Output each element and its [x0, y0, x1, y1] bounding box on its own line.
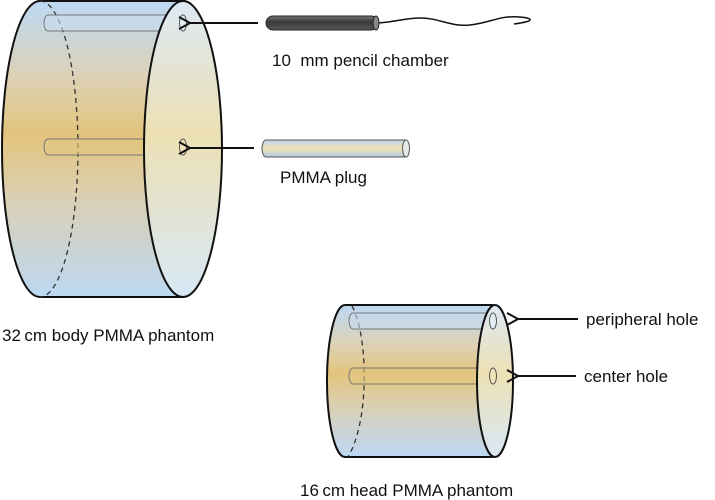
body-peripheral-hole: [43, 14, 184, 32]
peripheral-hole-label: peripheral hole: [586, 310, 698, 329]
head-center-hole: [348, 367, 494, 385]
pencil-chamber-body: [265, 15, 379, 31]
body-phantom-hidden-edge: [39, 0, 79, 298]
body-peripheral-hole-opening: [179, 14, 187, 32]
body-center-hole-opening: [179, 138, 187, 156]
head-phantom-label: 16 cm head PMMA phantom: [300, 481, 513, 500]
head-peripheral-hole-opening: [489, 312, 497, 330]
pmma-plug-label: PMMA plug: [280, 168, 367, 187]
head-center-hole-opening: [489, 367, 497, 385]
pencil-chamber: [265, 15, 531, 31]
pmma-plug: [261, 139, 410, 158]
body-phantom: [1, 0, 223, 298]
center-hole-label: center hole: [584, 367, 668, 386]
head-phantom: [326, 304, 514, 458]
head-peripheral-hole: [348, 312, 494, 330]
pencil-chamber-label: 10 mm pencil chamber: [272, 51, 449, 70]
pencil-chamber-cable: [377, 15, 531, 27]
body-phantom-label: 32 cm body PMMA phantom: [2, 326, 214, 345]
